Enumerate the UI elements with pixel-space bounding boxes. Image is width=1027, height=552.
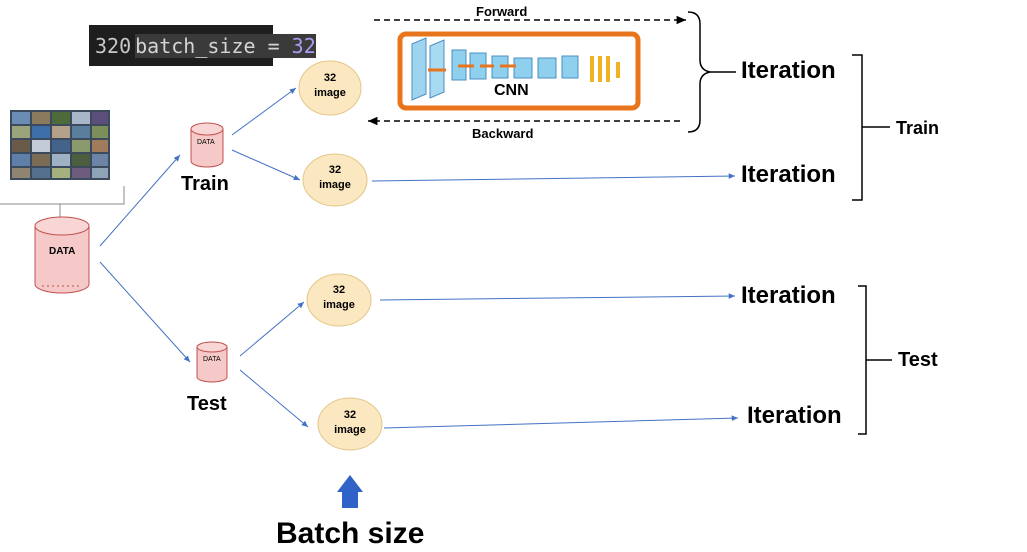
batch-3-unit: image (323, 299, 355, 311)
batch-1-unit: image (314, 87, 346, 99)
iteration-label-3: Iteration (741, 282, 836, 309)
flow-arrows (99, 87, 739, 429)
train-caption: Train (181, 173, 229, 195)
batch-4-unit: image (334, 424, 366, 436)
iteration-label-4: Iteration (747, 402, 842, 429)
batch-size-up-arrow (337, 475, 363, 508)
batch-1-count: 32 (323, 72, 337, 84)
batch-size-label: Batch size (276, 517, 425, 550)
test-data-cylinder (196, 341, 228, 383)
train-group-label: Train (896, 118, 940, 138)
iteration-brace (687, 11, 711, 133)
data-cylinder (34, 216, 90, 294)
code-value: 32 (291, 33, 316, 58)
batch-ellipse-4 (317, 397, 383, 451)
batch-3-count: 32 (332, 284, 346, 296)
iteration-label-2: Iteration (741, 161, 836, 188)
batch-ellipse-1 (298, 60, 362, 116)
train-data-cylinder (190, 122, 224, 168)
batch-2-unit: image (319, 179, 351, 191)
train-cylinder-label: DATA (197, 139, 215, 146)
backward-label: Backward (472, 126, 534, 141)
cnn-label: CNN (494, 82, 529, 99)
dataset-bracket (0, 186, 125, 218)
image-dataset-thumbnail (10, 110, 110, 180)
train-bracket (852, 54, 890, 201)
data-cylinder-label: DATA (49, 246, 76, 257)
test-bracket (858, 285, 892, 435)
test-cylinder-label: DATA (203, 356, 221, 363)
batch-4-count: 32 (343, 409, 357, 421)
iteration-label-1: Iteration (741, 57, 836, 84)
batch-2-count: 32 (328, 164, 342, 176)
batch-ellipse-3 (306, 273, 372, 327)
test-group-label: Test (898, 349, 938, 371)
batch-ellipse-2 (302, 153, 368, 207)
line-number: 320 (95, 33, 132, 58)
test-caption: Test (187, 393, 227, 415)
code-text: batch_size = (135, 33, 292, 58)
cnn-diagram (397, 31, 641, 111)
forward-label: Forward (476, 4, 528, 19)
